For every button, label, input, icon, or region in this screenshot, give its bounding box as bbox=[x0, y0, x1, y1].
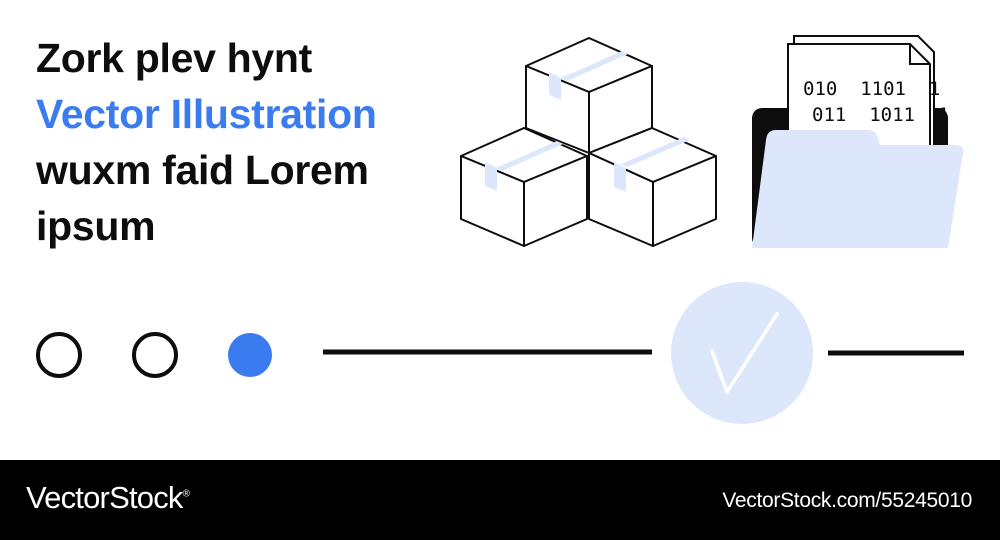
binary-row-1: 010 1101 1 bbox=[803, 78, 940, 100]
right-box bbox=[588, 127, 717, 247]
headline-line-3: wuxm faid Lorem bbox=[36, 147, 369, 193]
checkmark-icon bbox=[710, 312, 779, 394]
step-dot-3-active bbox=[228, 333, 272, 377]
headline-line-4: ipsum bbox=[36, 203, 156, 249]
binary-row-2: 011 1011 1 bbox=[812, 104, 949, 126]
document-fold bbox=[909, 44, 930, 65]
headline: Zork plev hynt Vector Illustration wuxm … bbox=[36, 30, 456, 254]
registered-mark: ® bbox=[182, 488, 190, 500]
headline-line-2: Vector Illustration bbox=[36, 91, 377, 137]
folder-front bbox=[752, 130, 964, 248]
stacked-boxes-icon bbox=[460, 37, 717, 247]
step-dot-1 bbox=[36, 332, 82, 378]
folder-with-document-icon: 010 1101 1 011 1011 1 bbox=[752, 35, 964, 248]
image-url: VectorStock.com/55245010 bbox=[722, 489, 972, 512]
check-circle bbox=[671, 282, 813, 424]
brand-logo: VectorStock® bbox=[26, 480, 190, 516]
left-box bbox=[460, 127, 588, 247]
step-dot-2 bbox=[132, 332, 178, 378]
illustration: 010 1101 1 011 1011 1 bbox=[36, 35, 964, 424]
progress-indicator bbox=[36, 282, 964, 424]
brand-name: VectorStock bbox=[26, 480, 183, 515]
top-box bbox=[525, 37, 653, 154]
footer-bar: VectorStock® VectorStock.com/55245010 bbox=[0, 460, 1000, 540]
headline-line-1: Zork plev hynt bbox=[36, 35, 313, 81]
